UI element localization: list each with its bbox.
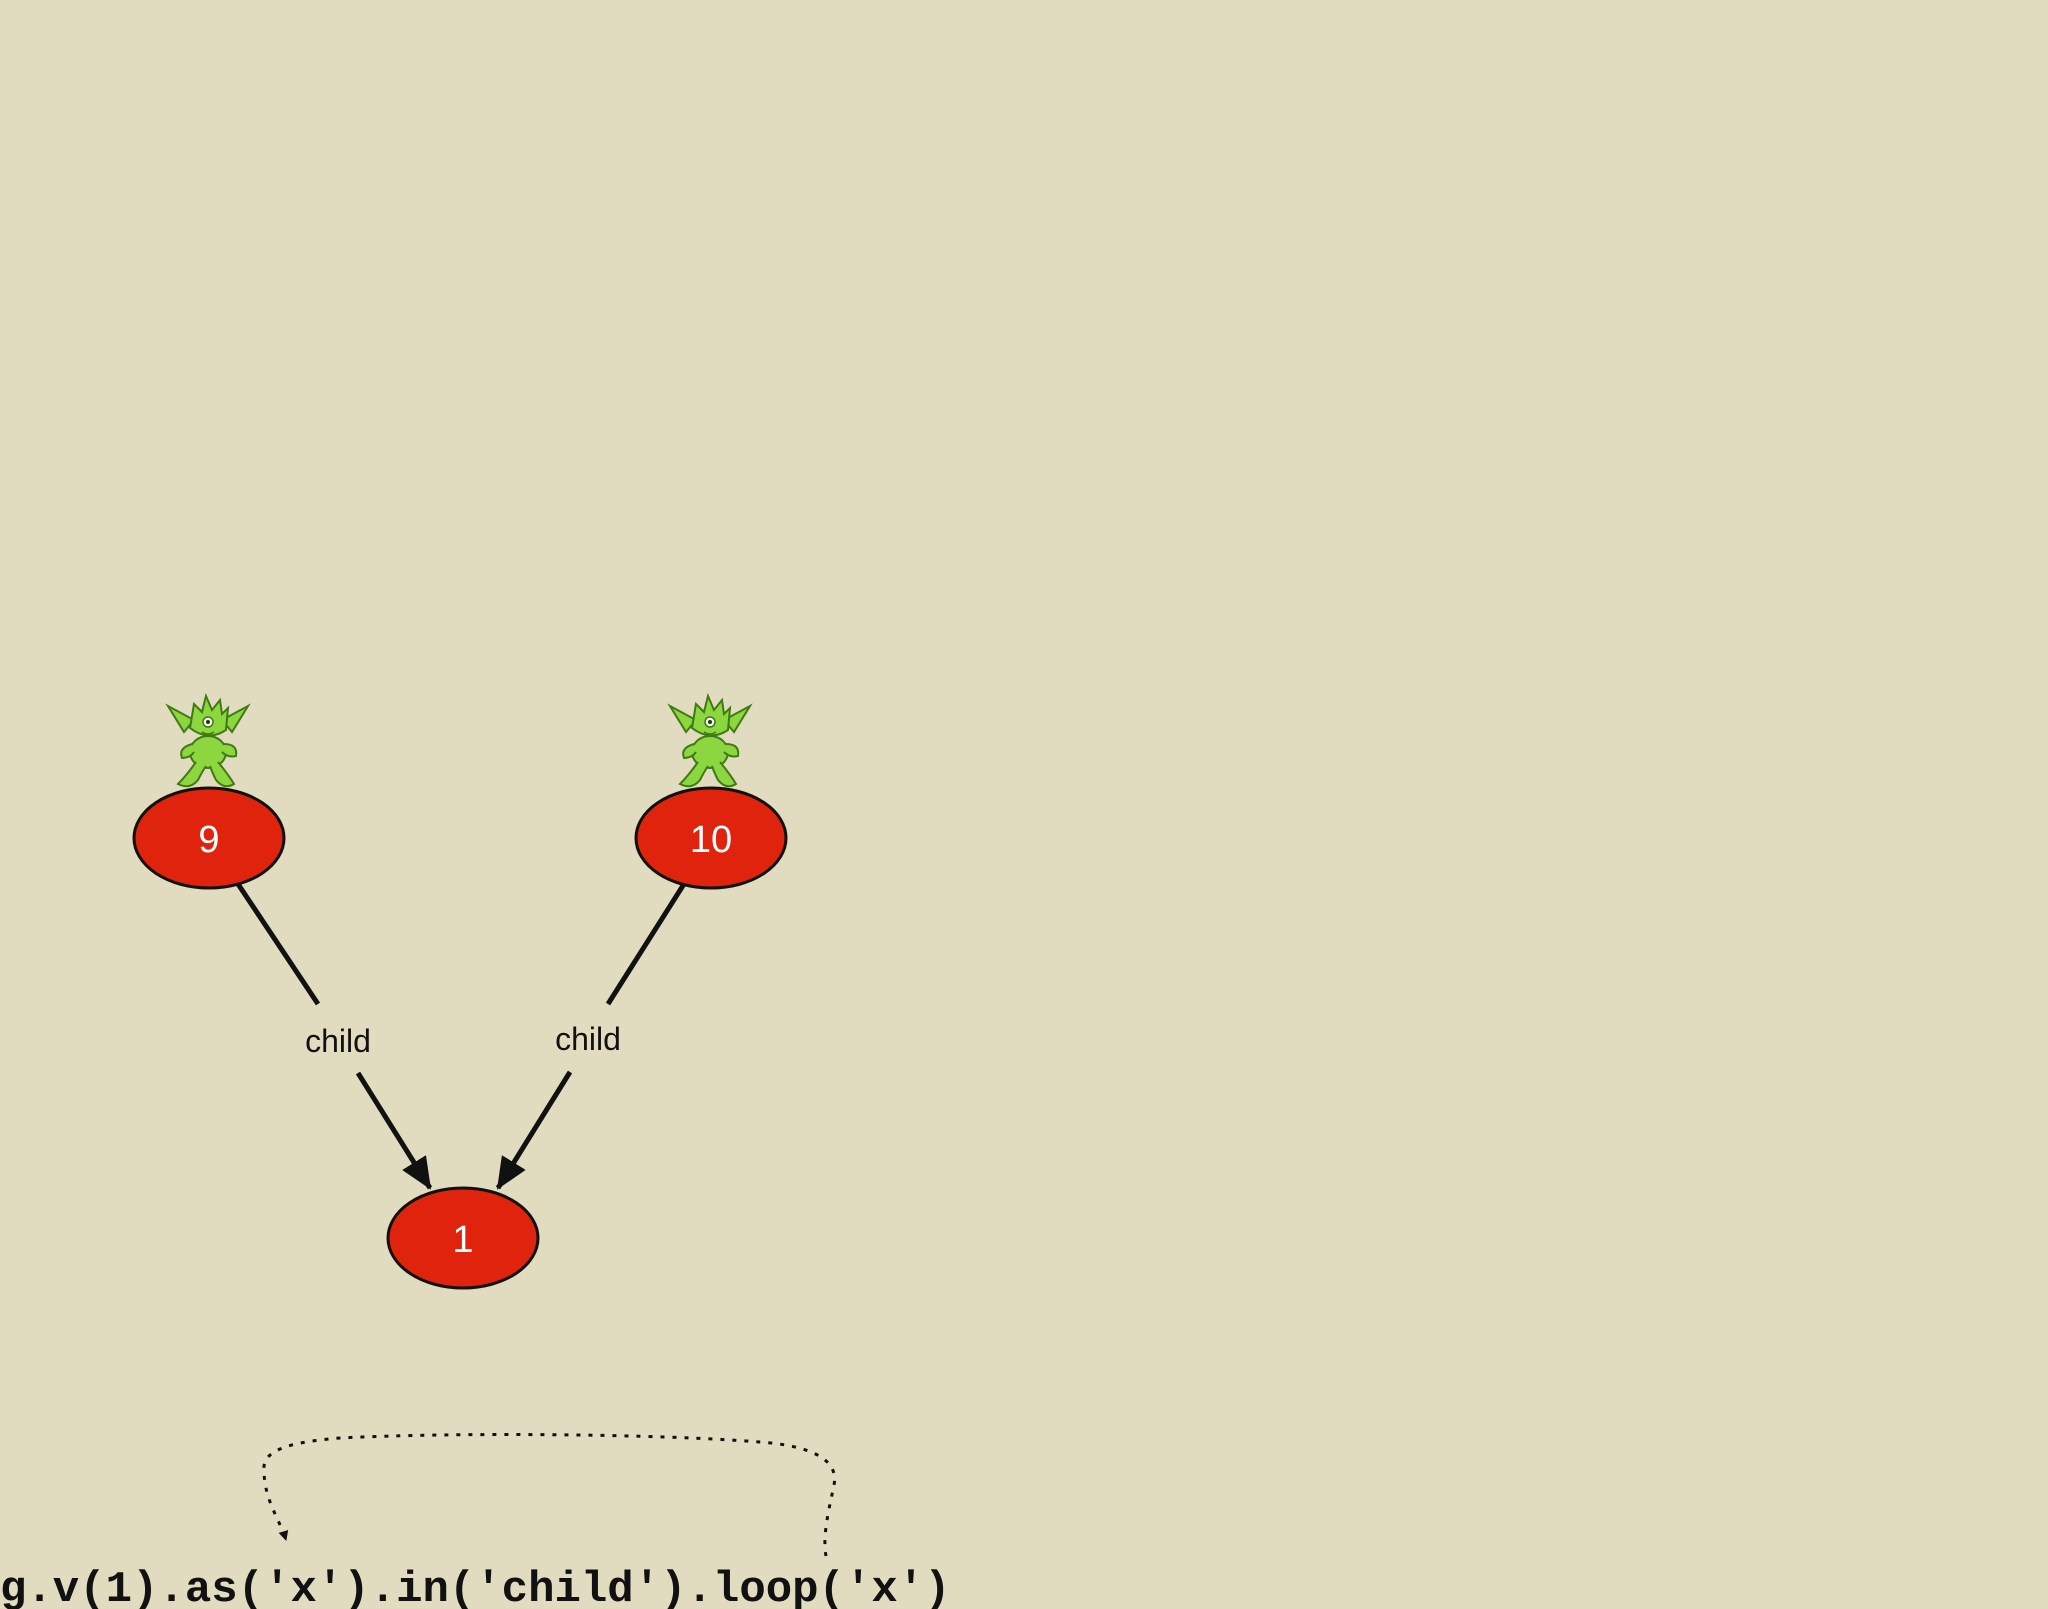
graph-node-10: 10: [634, 786, 788, 890]
edge-label: child: [305, 1023, 371, 1059]
node-label: 9: [198, 819, 219, 861]
node-label: 1: [452, 1219, 473, 1261]
gremlin-query: g.v(1).as('x').in('child').loop('x'): [0, 1565, 951, 1609]
loop-back-arrow: [262, 1433, 837, 1557]
node-label: 10: [690, 819, 732, 861]
goblin-icon: [167, 695, 249, 788]
goblin-icon: [669, 695, 751, 788]
edge-label: child: [555, 1021, 621, 1057]
edge-10-to-1: child: [495, 882, 687, 1190]
edge-9-to-1: child: [235, 882, 433, 1190]
graph-node-1: 1: [386, 1186, 540, 1290]
graph-node-9: 9: [132, 786, 286, 890]
